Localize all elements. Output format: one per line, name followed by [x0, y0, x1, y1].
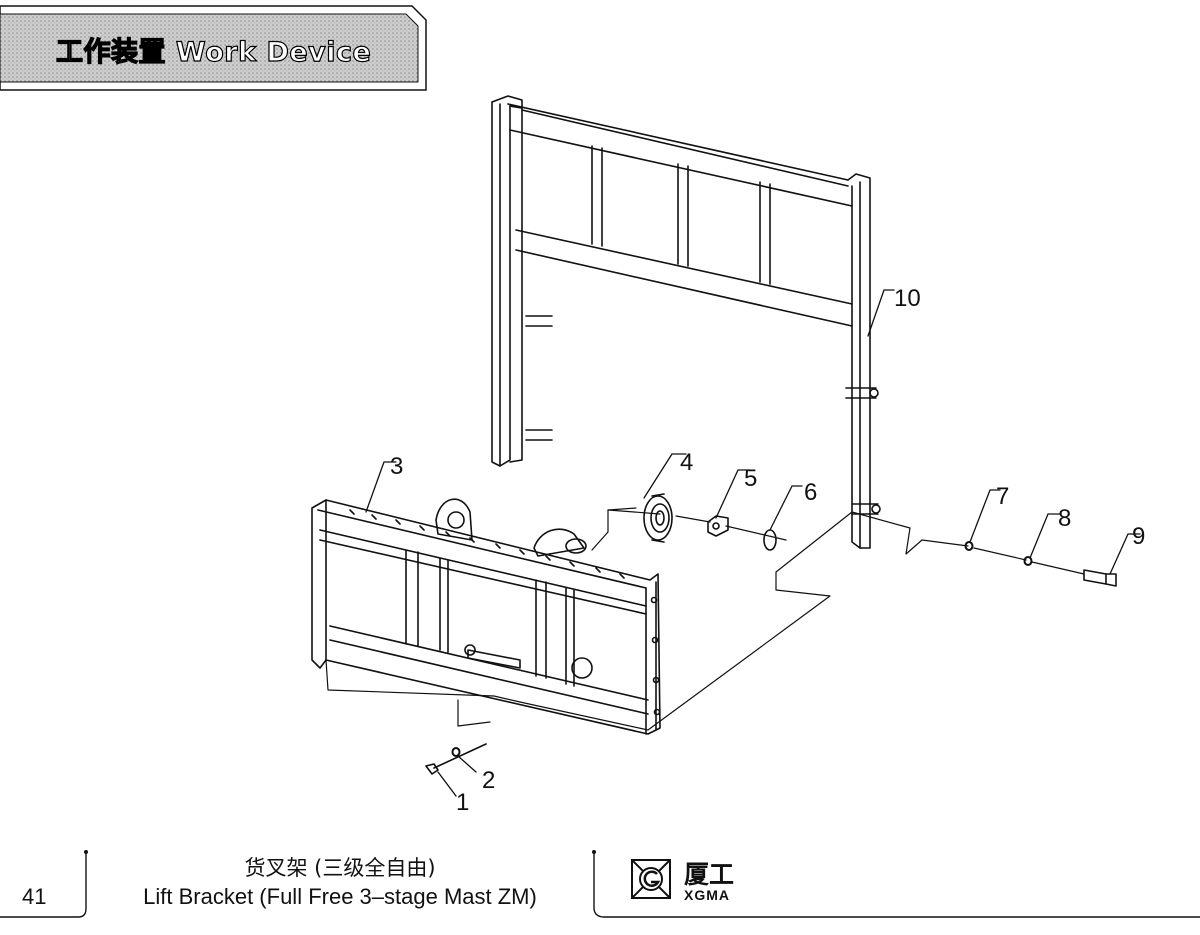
callout-7: 7: [996, 483, 1009, 510]
callout-10: 10: [894, 285, 921, 312]
washer-part-7: [964, 541, 974, 551]
spacer-part: [707, 515, 729, 537]
screw-part: [425, 743, 487, 775]
logo-text-english: XGMA: [684, 887, 730, 903]
callout-leaders: [365, 289, 1141, 797]
logo-text-chinese: 厦工: [684, 860, 735, 889]
ground-outline: [325, 511, 923, 731]
caption-english: Lift Bracket (Full Free 3–stage Mast ZM): [143, 884, 537, 909]
section-header-tab: [0, 5, 427, 91]
washer-part-8: [1023, 556, 1033, 566]
fork-carriage-frame: [311, 498, 661, 735]
callout-2: 2: [482, 767, 495, 794]
assembly-axis-line: [607, 509, 1085, 575]
caption-chinese: 货叉架 (三级全自由): [244, 856, 436, 880]
load-backrest-frame: [491, 95, 881, 549]
bolt-part: [1083, 569, 1117, 587]
callout-6: 6: [804, 479, 817, 506]
callout-9: 9: [1132, 523, 1145, 550]
callout-5: 5: [744, 465, 757, 492]
washer-part-2: [451, 747, 461, 757]
callout-4: 4: [680, 449, 693, 476]
callout-8: 8: [1058, 505, 1071, 532]
callout-3: 3: [390, 453, 403, 480]
callout-1: 1: [456, 789, 469, 816]
bearing-part: [643, 493, 673, 543]
section-title: 工作装置 Work Device: [55, 36, 372, 68]
page-number: 41: [22, 884, 47, 909]
xgma-logo-mark: [631, 859, 671, 899]
